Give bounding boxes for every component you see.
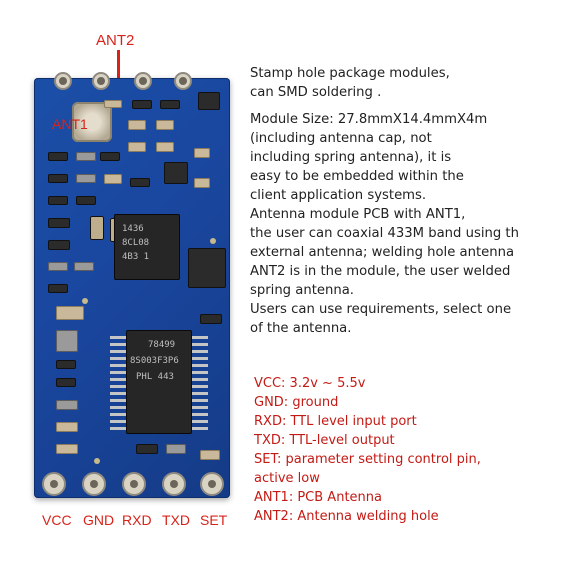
spec-line: SET: parameter setting control pin, — [254, 452, 481, 467]
spec-line: ANT1: PCB Antenna — [254, 490, 382, 505]
capacitor — [194, 178, 210, 188]
via — [210, 238, 216, 244]
capacitor — [200, 450, 220, 460]
capacitor — [128, 142, 146, 152]
chip-marking: 8CL08 — [122, 238, 150, 248]
power-regulator — [188, 248, 226, 288]
chip-marking: PHL 443 — [136, 372, 174, 382]
description-line: Antenna module PCB with ANT1, — [250, 207, 466, 222]
pin-pad-set — [200, 472, 224, 496]
chip-pins — [192, 336, 208, 430]
chip-pins — [110, 336, 126, 430]
description-line: spring antenna. — [250, 283, 354, 298]
resistor — [48, 240, 70, 250]
description-line: can SMD soldering . — [250, 85, 382, 100]
ant1-pad — [72, 102, 112, 142]
spec-line: ANT2: Antenna welding hole — [254, 509, 439, 524]
resistor — [200, 314, 222, 324]
resistor — [136, 444, 158, 454]
module-description: Stamp hole package modules, can SMD sold… — [250, 64, 565, 338]
capacitor — [156, 120, 174, 130]
spec-line: RXD: TTL level input port — [254, 414, 417, 429]
pin-specs: VCC: 3.2v ~ 5.5v GND: ground RXD: TTL le… — [254, 374, 554, 526]
spec-line: active low — [254, 471, 320, 486]
pin-label-vcc: VCC — [42, 512, 72, 528]
resistor — [56, 360, 76, 369]
description-line: ANT2 is in the module, the user welded — [250, 264, 511, 279]
pin-label-txd: TXD — [162, 512, 190, 528]
inductor — [90, 216, 104, 240]
pcb-board: 1436 8CL08 4B3 1 78499 8S003F3P6 PHL 443 — [34, 72, 230, 498]
resistor — [132, 100, 152, 109]
capacitor — [56, 422, 78, 432]
capacitor — [56, 444, 78, 454]
capacitor — [156, 142, 174, 152]
pin-label-gnd: GND — [83, 512, 115, 528]
chip-marking: 8S003F3P6 — [130, 356, 179, 366]
description-line: client application systems. — [250, 188, 427, 203]
description-line: Stamp hole package modules, — [250, 66, 450, 81]
top-stamp-hole — [134, 72, 152, 90]
resistor — [48, 218, 70, 228]
resistor — [160, 100, 180, 109]
crystal — [198, 92, 220, 110]
resistor — [56, 378, 76, 387]
description-line: Users can use requirements, select one — [250, 302, 512, 317]
resistor — [48, 152, 68, 161]
capacitor — [166, 444, 186, 454]
resistor — [76, 196, 96, 205]
description-line: (including antenna cap, not — [250, 131, 432, 146]
capacitor — [194, 148, 210, 158]
resistor — [48, 174, 68, 183]
resistor — [100, 152, 120, 161]
pin-pad-rxd — [122, 472, 146, 496]
capacitor — [104, 100, 122, 108]
capacitor — [56, 306, 84, 320]
capacitor — [74, 262, 94, 271]
chip-marking: 4B3 1 — [122, 252, 150, 262]
description-line: of the antenna. — [250, 321, 352, 336]
top-stamp-hole — [54, 72, 72, 90]
pin-pad-vcc — [42, 472, 66, 496]
small-ic — [56, 330, 78, 352]
capacitor — [48, 262, 68, 271]
capacitor — [76, 152, 96, 161]
ant2-label: ANT2 — [96, 32, 135, 49]
ant2-pointer-line — [117, 50, 120, 80]
chip-marking: 1436 — [122, 224, 144, 234]
chip-marking: 78499 — [148, 340, 176, 350]
spec-line: VCC: 3.2v ~ 5.5v — [254, 376, 366, 391]
rf-transceiver-chip: 1436 8CL08 4B3 1 — [114, 214, 180, 280]
description-line: external antenna; welding hole antenna — [250, 245, 515, 260]
resistor — [48, 196, 68, 205]
capacitor — [128, 120, 146, 130]
spec-line: GND: ground — [254, 395, 339, 410]
capacitor — [104, 174, 122, 184]
transistor — [164, 162, 188, 184]
capacitor — [56, 400, 78, 410]
top-stamp-hole — [174, 72, 192, 90]
pin-label-rxd: RXD — [122, 512, 152, 528]
pin-pad-txd — [162, 472, 186, 496]
description-line: Module Size: 27.8mmX14.4mmX4m — [250, 112, 488, 127]
resistor — [130, 178, 150, 187]
capacitor — [76, 174, 96, 183]
description-line: easy to be embedded within the — [250, 169, 464, 184]
via — [94, 458, 100, 464]
top-stamp-hole — [92, 72, 110, 90]
via — [82, 298, 88, 304]
description-line: including spring antenna), it is — [250, 150, 452, 165]
mcu-chip: 78499 8S003F3P6 PHL 443 — [126, 330, 192, 434]
ant1-label: ANT1 — [52, 116, 88, 132]
pin-label-set: SET — [200, 512, 228, 528]
resistor — [48, 284, 68, 293]
spec-line: TXD: TTL-level output — [254, 433, 395, 448]
pin-pad-gnd — [82, 472, 106, 496]
description-line: the user can coaxial 433M band using th — [250, 226, 519, 241]
